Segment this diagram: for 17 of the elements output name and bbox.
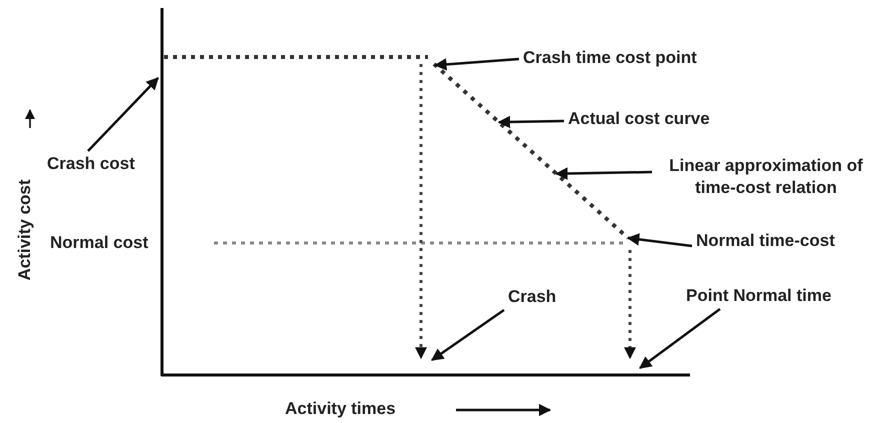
leader-line [87, 77, 159, 152]
leader-line [430, 308, 505, 362]
leader-line [626, 233, 692, 248]
callout-label: Actual cost curve [568, 108, 710, 130]
callout-label: Linear approximation of time-cost relation [655, 155, 877, 199]
callout-label: Crash cost [47, 153, 135, 175]
callout-label: Normal time-cost [696, 230, 835, 252]
callout-label: Point Normal time [686, 285, 832, 307]
level-label: Normal cost [50, 232, 148, 254]
callout-label: Crash time cost point [523, 47, 697, 69]
leader-line [434, 58, 520, 71]
leader-line [555, 167, 652, 180]
leader-line [498, 116, 564, 128]
axis-title: Activity cost [14, 178, 35, 283]
leader-line [639, 308, 721, 369]
callout-label: Crash [508, 286, 556, 308]
axis-title: Activity times [285, 398, 396, 420]
